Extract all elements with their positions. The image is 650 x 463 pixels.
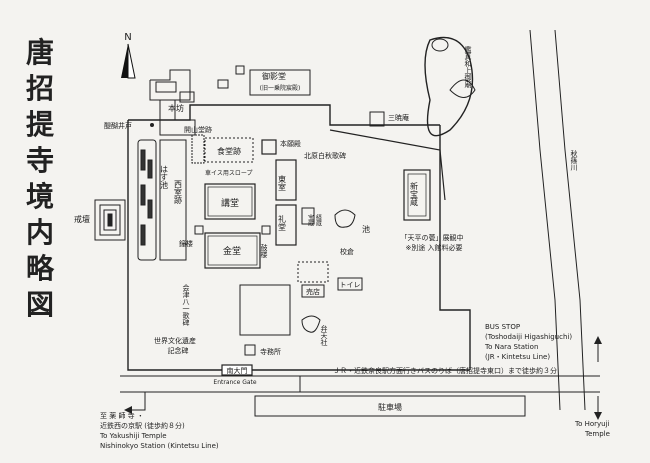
shoro-building (194, 225, 204, 235)
kondo-label: 金堂 (223, 245, 241, 257)
title-char: 境 (26, 180, 54, 213)
shamusho-label: 寺務所 (260, 347, 281, 356)
koro-building (261, 225, 271, 235)
bus-notice: ＪＲ・近鉄奈良駅方面行きバスのりば（唐招提寺東口）まで徒歩約３分 (333, 366, 557, 375)
kodo-label: 講堂 (221, 197, 239, 209)
well-icon (150, 123, 154, 127)
tempyo-sub-label: ※別途 入館料必要 (405, 243, 462, 252)
sanpuan-label: 三暁庵 (388, 113, 409, 122)
mausoleum-label: 鑑真和上御廟 (464, 45, 472, 89)
heritage-sub-label: 記念碑 (168, 346, 189, 355)
shoro-label: 鐘楼 (179, 239, 193, 248)
higashimuro-building (275, 159, 297, 201)
title-char: 招 (26, 72, 54, 105)
map-title: 唐 招 提 寺 境 内 略 図 (26, 36, 55, 321)
shamusho-building (244, 344, 256, 356)
yakushiji-jp-label: 至 薬 師 寺 ・ (100, 411, 144, 420)
pond-shape (334, 209, 356, 228)
kosou-label: 校倉 (340, 247, 354, 256)
pond-label: 池 (362, 224, 370, 234)
road (120, 375, 600, 393)
baiten-building (301, 284, 325, 298)
kaidan-structure (94, 199, 126, 241)
sanpuan-building (369, 111, 385, 127)
akishino-river (529, 29, 586, 411)
kyozo-label: 経蔵 (315, 213, 322, 227)
title-char: 提 (26, 108, 55, 141)
jr-line-label: (JR・Kintetsu Line) (485, 353, 550, 361)
kaizando-site (191, 134, 205, 164)
nandaimon-gate (221, 364, 253, 376)
lotus-pond-label: はす池 (160, 165, 169, 189)
houzo-label: 宝蔵 (307, 213, 314, 227)
bus-stop-label: BUS STOP (485, 323, 520, 331)
bus-stop-name: (Toshodaiji Higashiguchi) (485, 333, 572, 341)
baiten-label: 売店 (306, 287, 320, 296)
shinhouzo-building (403, 169, 431, 221)
nandaimon-label: 南大門 (227, 366, 248, 375)
kitahara-label: 北原白秋歌碑 (304, 151, 346, 160)
honganden-building (261, 139, 277, 155)
mausoleum-moat (424, 36, 474, 137)
bentensha-shape (301, 315, 321, 333)
tempyo-label: 「天平の甍」展観中 (401, 233, 464, 242)
nishimuro-label: 西室跡 (174, 180, 183, 205)
southeast-block (239, 284, 291, 336)
river-label: 秋篠川 (570, 149, 578, 171)
honbo-label: 本坊 (168, 103, 184, 113)
title-char: 図 (26, 288, 54, 321)
north-label: N (124, 32, 131, 43)
jikido-site (204, 137, 254, 163)
to-horyuji-label: To Horyuji (574, 420, 610, 428)
title-char: 内 (26, 216, 54, 249)
parking-label: 駐車場 (378, 402, 402, 412)
bentensha-label: 弁天社 (320, 324, 328, 347)
shinhouzo-label: 新宝蔵 (410, 181, 419, 207)
honbo-building (159, 91, 196, 136)
kaizando-label: 開山堂跡 (184, 125, 212, 134)
north-arrow-icon: N (121, 32, 136, 79)
mieido-area (149, 65, 311, 101)
houzo-building (301, 207, 315, 225)
kodo-building (204, 183, 256, 220)
title-char: 略 (26, 252, 55, 285)
jikido-label: 食堂跡 (217, 146, 241, 156)
raido-label: 礼堂 (278, 214, 287, 231)
parking-area (254, 395, 526, 417)
lotus-ponds (137, 139, 187, 261)
temple-label: Temple (584, 430, 610, 438)
to-yakushiji-label: To Yakushiji Temple (99, 432, 167, 440)
koro-label: 鼓楼 (260, 243, 268, 259)
mieido-label: 御影堂 (262, 71, 286, 81)
entrance-label: Entrance Gate (213, 379, 256, 386)
west-arrow (128, 392, 146, 411)
honganden-label: 本願殿 (280, 139, 301, 148)
title-char: 唐 (26, 36, 54, 69)
higashimuro-label: 東室 (278, 174, 287, 191)
kondo-building (204, 232, 261, 269)
east-path (329, 129, 446, 201)
toilet-label: トイレ (340, 281, 361, 289)
raido-building (275, 204, 297, 246)
title-char: 寺 (26, 144, 54, 177)
mieido-sub-label: (旧一乗院宸殿) (260, 84, 301, 92)
toilet-building (337, 277, 363, 291)
aizu-label: 会津八一歌碑 (182, 283, 190, 327)
slope-label: 車イス用スロープ (205, 169, 252, 177)
to-nara-label: To Nara Station (484, 343, 538, 351)
heritage-label: 世界文化遺産 (154, 336, 196, 345)
daigo-well-label: 醍醐井戸 (104, 121, 132, 130)
kaidan-label: 戒壇 (74, 214, 90, 224)
nishinokyo-jp-label: 近鉄西の京駅 (徒歩約８分) (100, 421, 185, 430)
nishinokyo-en-label: Nishinokyo Station (Kintetsu Line) (100, 442, 219, 450)
dashed-enclosure (297, 261, 329, 283)
